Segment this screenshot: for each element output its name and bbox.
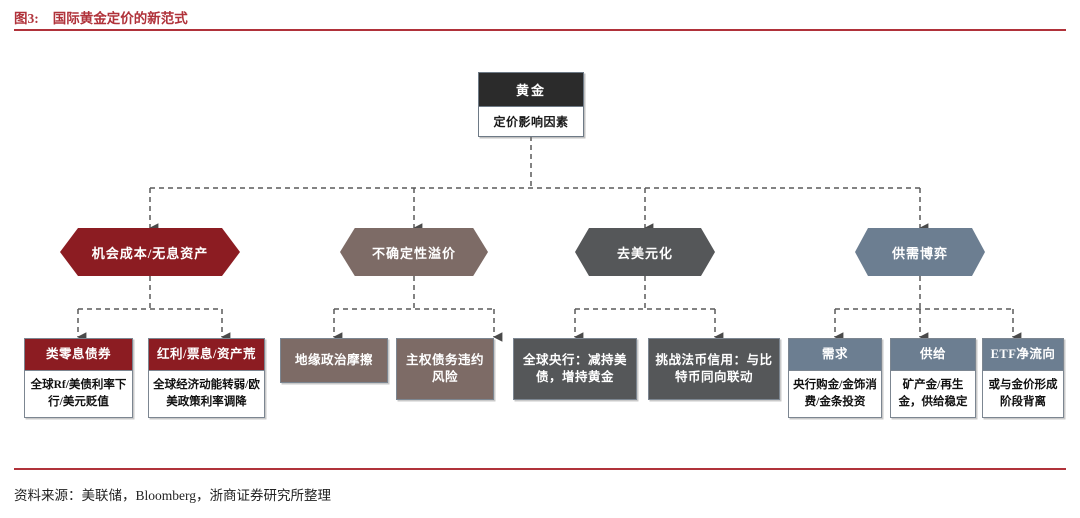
leaf-head: 需求	[789, 339, 881, 370]
footer-divider	[14, 468, 1066, 470]
leaf-head: ETF净流向	[983, 339, 1063, 370]
leaf-body: 全球经济动能转弱/欧美政策利率调降	[149, 369, 264, 418]
leaf-box[interactable]: 主权债务违约风险	[396, 338, 494, 400]
leaf-head: 供给	[891, 339, 975, 370]
figure-header: 图3: 国际黄金定价的新范式	[14, 4, 1066, 30]
root-subtitle: 定价影响因素	[479, 106, 583, 136]
root-title: 黄金	[479, 73, 583, 106]
leaf-head: 主权债务违约风险	[397, 339, 493, 399]
diagram-canvas: 黄金 定价影响因素 机会成本/无息资产 不确定性溢价 去美元化 供需博弈 类零息…	[0, 32, 1080, 468]
branch-label: 供需博弈	[891, 245, 948, 261]
branch-hexagon-opportunity-cost[interactable]: 机会成本/无息资产	[60, 228, 240, 276]
branch-label: 机会成本/无息资产	[91, 245, 209, 261]
leaf-body: 或与金价形成阶段背离	[983, 369, 1063, 418]
leaf-box[interactable]: 需求 央行购金/金饰消费/金条投资	[788, 338, 882, 419]
leaf-box[interactable]: 挑战法币信用：与比特币同向联动	[648, 338, 780, 400]
branch-hexagon-de-dollarization[interactable]: 去美元化	[575, 228, 715, 276]
leaf-box[interactable]: 类零息债券 全球Rf/美债利率下行/美元贬值	[24, 338, 133, 419]
root-node: 黄金 定价影响因素	[478, 72, 584, 137]
leaf-box[interactable]: 全球央行：减持美债，增持黄金	[513, 338, 637, 400]
title-divider	[14, 29, 1066, 31]
leaf-body: 央行购金/金饰消费/金条投资	[789, 369, 881, 418]
page-title: 国际黄金定价的新范式	[52, 11, 188, 26]
leaf-body: 全球Rf/美债利率下行/美元贬值	[25, 369, 132, 418]
branch-hexagon-uncertainty-premium[interactable]: 不确定性溢价	[340, 228, 488, 276]
leaf-head: 挑战法币信用：与比特币同向联动	[649, 339, 779, 399]
branch-label: 去美元化	[616, 245, 673, 261]
source-note: 资料来源：美联储，Bloomberg，浙商证券研究所整理	[14, 488, 331, 503]
leaf-box[interactable]: 红利/票息/资产荒 全球经济动能转弱/欧美政策利率调降	[148, 338, 265, 419]
leaf-head: 红利/票息/资产荒	[149, 339, 264, 370]
branch-hexagon-supply-demand[interactable]: 供需博弈	[855, 228, 985, 276]
leaf-box[interactable]: 供给 矿产金/再生金，供给稳定	[890, 338, 976, 419]
leaf-body: 矿产金/再生金，供给稳定	[891, 369, 975, 418]
leaf-box[interactable]: 地缘政治摩擦	[280, 338, 388, 383]
leaf-head: 地缘政治摩擦	[281, 339, 387, 382]
branch-label: 不确定性溢价	[371, 245, 456, 261]
leaf-head: 类零息债券	[25, 339, 132, 370]
leaf-head: 全球央行：减持美债，增持黄金	[514, 339, 636, 399]
leaf-box[interactable]: ETF净流向 或与金价形成阶段背离	[982, 338, 1064, 419]
figure-label: 图3:	[14, 11, 39, 26]
